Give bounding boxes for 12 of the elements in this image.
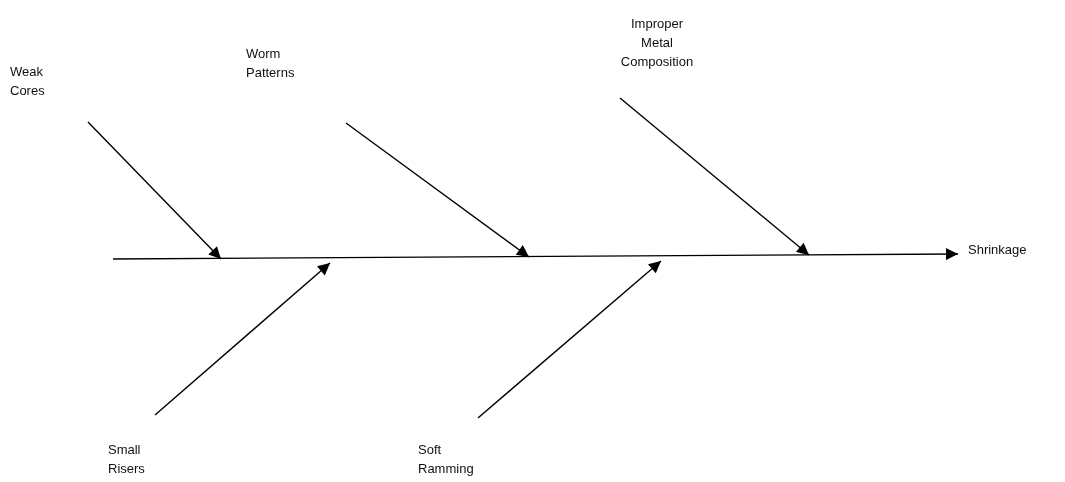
- cause-label: Soft Ramming: [418, 440, 478, 478]
- cause-label: Improper Metal Composition: [614, 14, 700, 71]
- cause-label: Worm Patterns: [246, 44, 306, 82]
- cause-arrow: [477, 260, 662, 419]
- cause-arrow: [154, 262, 331, 416]
- cause-arrow: [619, 97, 810, 256]
- cause-arrow: [87, 121, 222, 260]
- cause-label: Weak Cores: [10, 62, 54, 100]
- spine-arrow: [112, 248, 959, 261]
- cause-arrow: [345, 122, 530, 258]
- cause-label: Small Risers: [108, 440, 158, 478]
- effect-label: Shrinkage: [968, 240, 1058, 259]
